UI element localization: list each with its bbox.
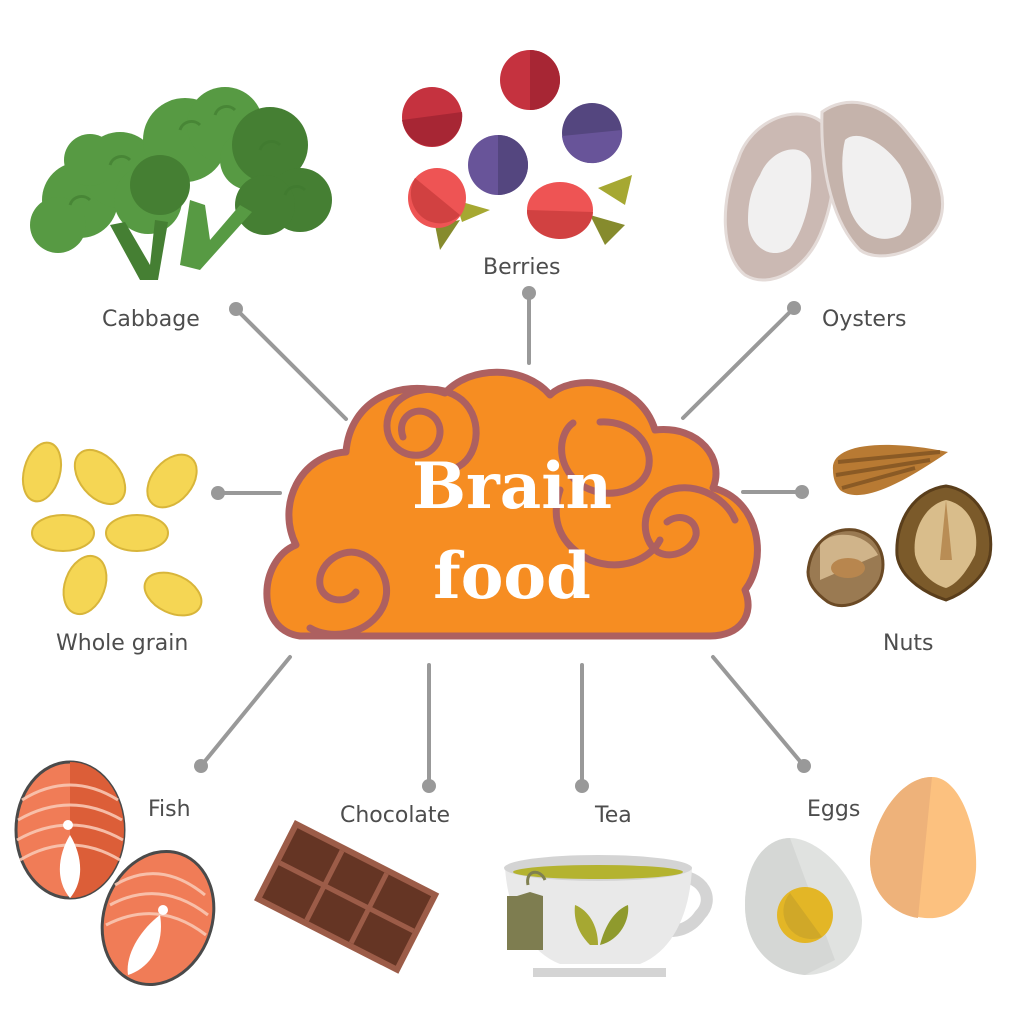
tea-cup-icon xyxy=(504,855,713,977)
berries-icon xyxy=(402,50,632,250)
chocolate-bar-icon xyxy=(254,820,440,974)
label-whole-grain: Whole grain xyxy=(56,631,189,656)
eggs-icon xyxy=(745,777,977,975)
connector-cabbage xyxy=(229,302,348,421)
connector-whole-grain xyxy=(211,486,282,500)
label-tea: Tea xyxy=(595,803,632,828)
title-line-1: Brain xyxy=(411,449,613,524)
label-oysters: Oysters xyxy=(822,307,907,332)
connector-fish xyxy=(194,655,292,773)
broccoli-icon xyxy=(30,87,332,280)
label-nuts: Nuts xyxy=(883,631,934,656)
connector-berries xyxy=(522,286,536,365)
label-cabbage: Cabbage xyxy=(102,307,200,332)
title-line-2: food xyxy=(433,539,591,614)
connector-tea xyxy=(575,663,589,793)
connectors xyxy=(194,286,811,793)
label-chocolate: Chocolate xyxy=(340,803,451,828)
connector-nuts xyxy=(741,485,809,499)
label-fish: Fish xyxy=(148,797,191,822)
brain-icon xyxy=(263,368,761,640)
connector-chocolate xyxy=(422,663,436,793)
connector-eggs xyxy=(711,655,811,773)
oysters-icon xyxy=(723,100,945,282)
nuts-icon xyxy=(806,444,993,608)
connector-oysters xyxy=(681,301,801,420)
grain-icon xyxy=(21,441,203,617)
salmon-steak-icon xyxy=(14,760,216,987)
label-eggs: Eggs xyxy=(807,797,861,822)
label-berries: Berries xyxy=(483,255,561,280)
